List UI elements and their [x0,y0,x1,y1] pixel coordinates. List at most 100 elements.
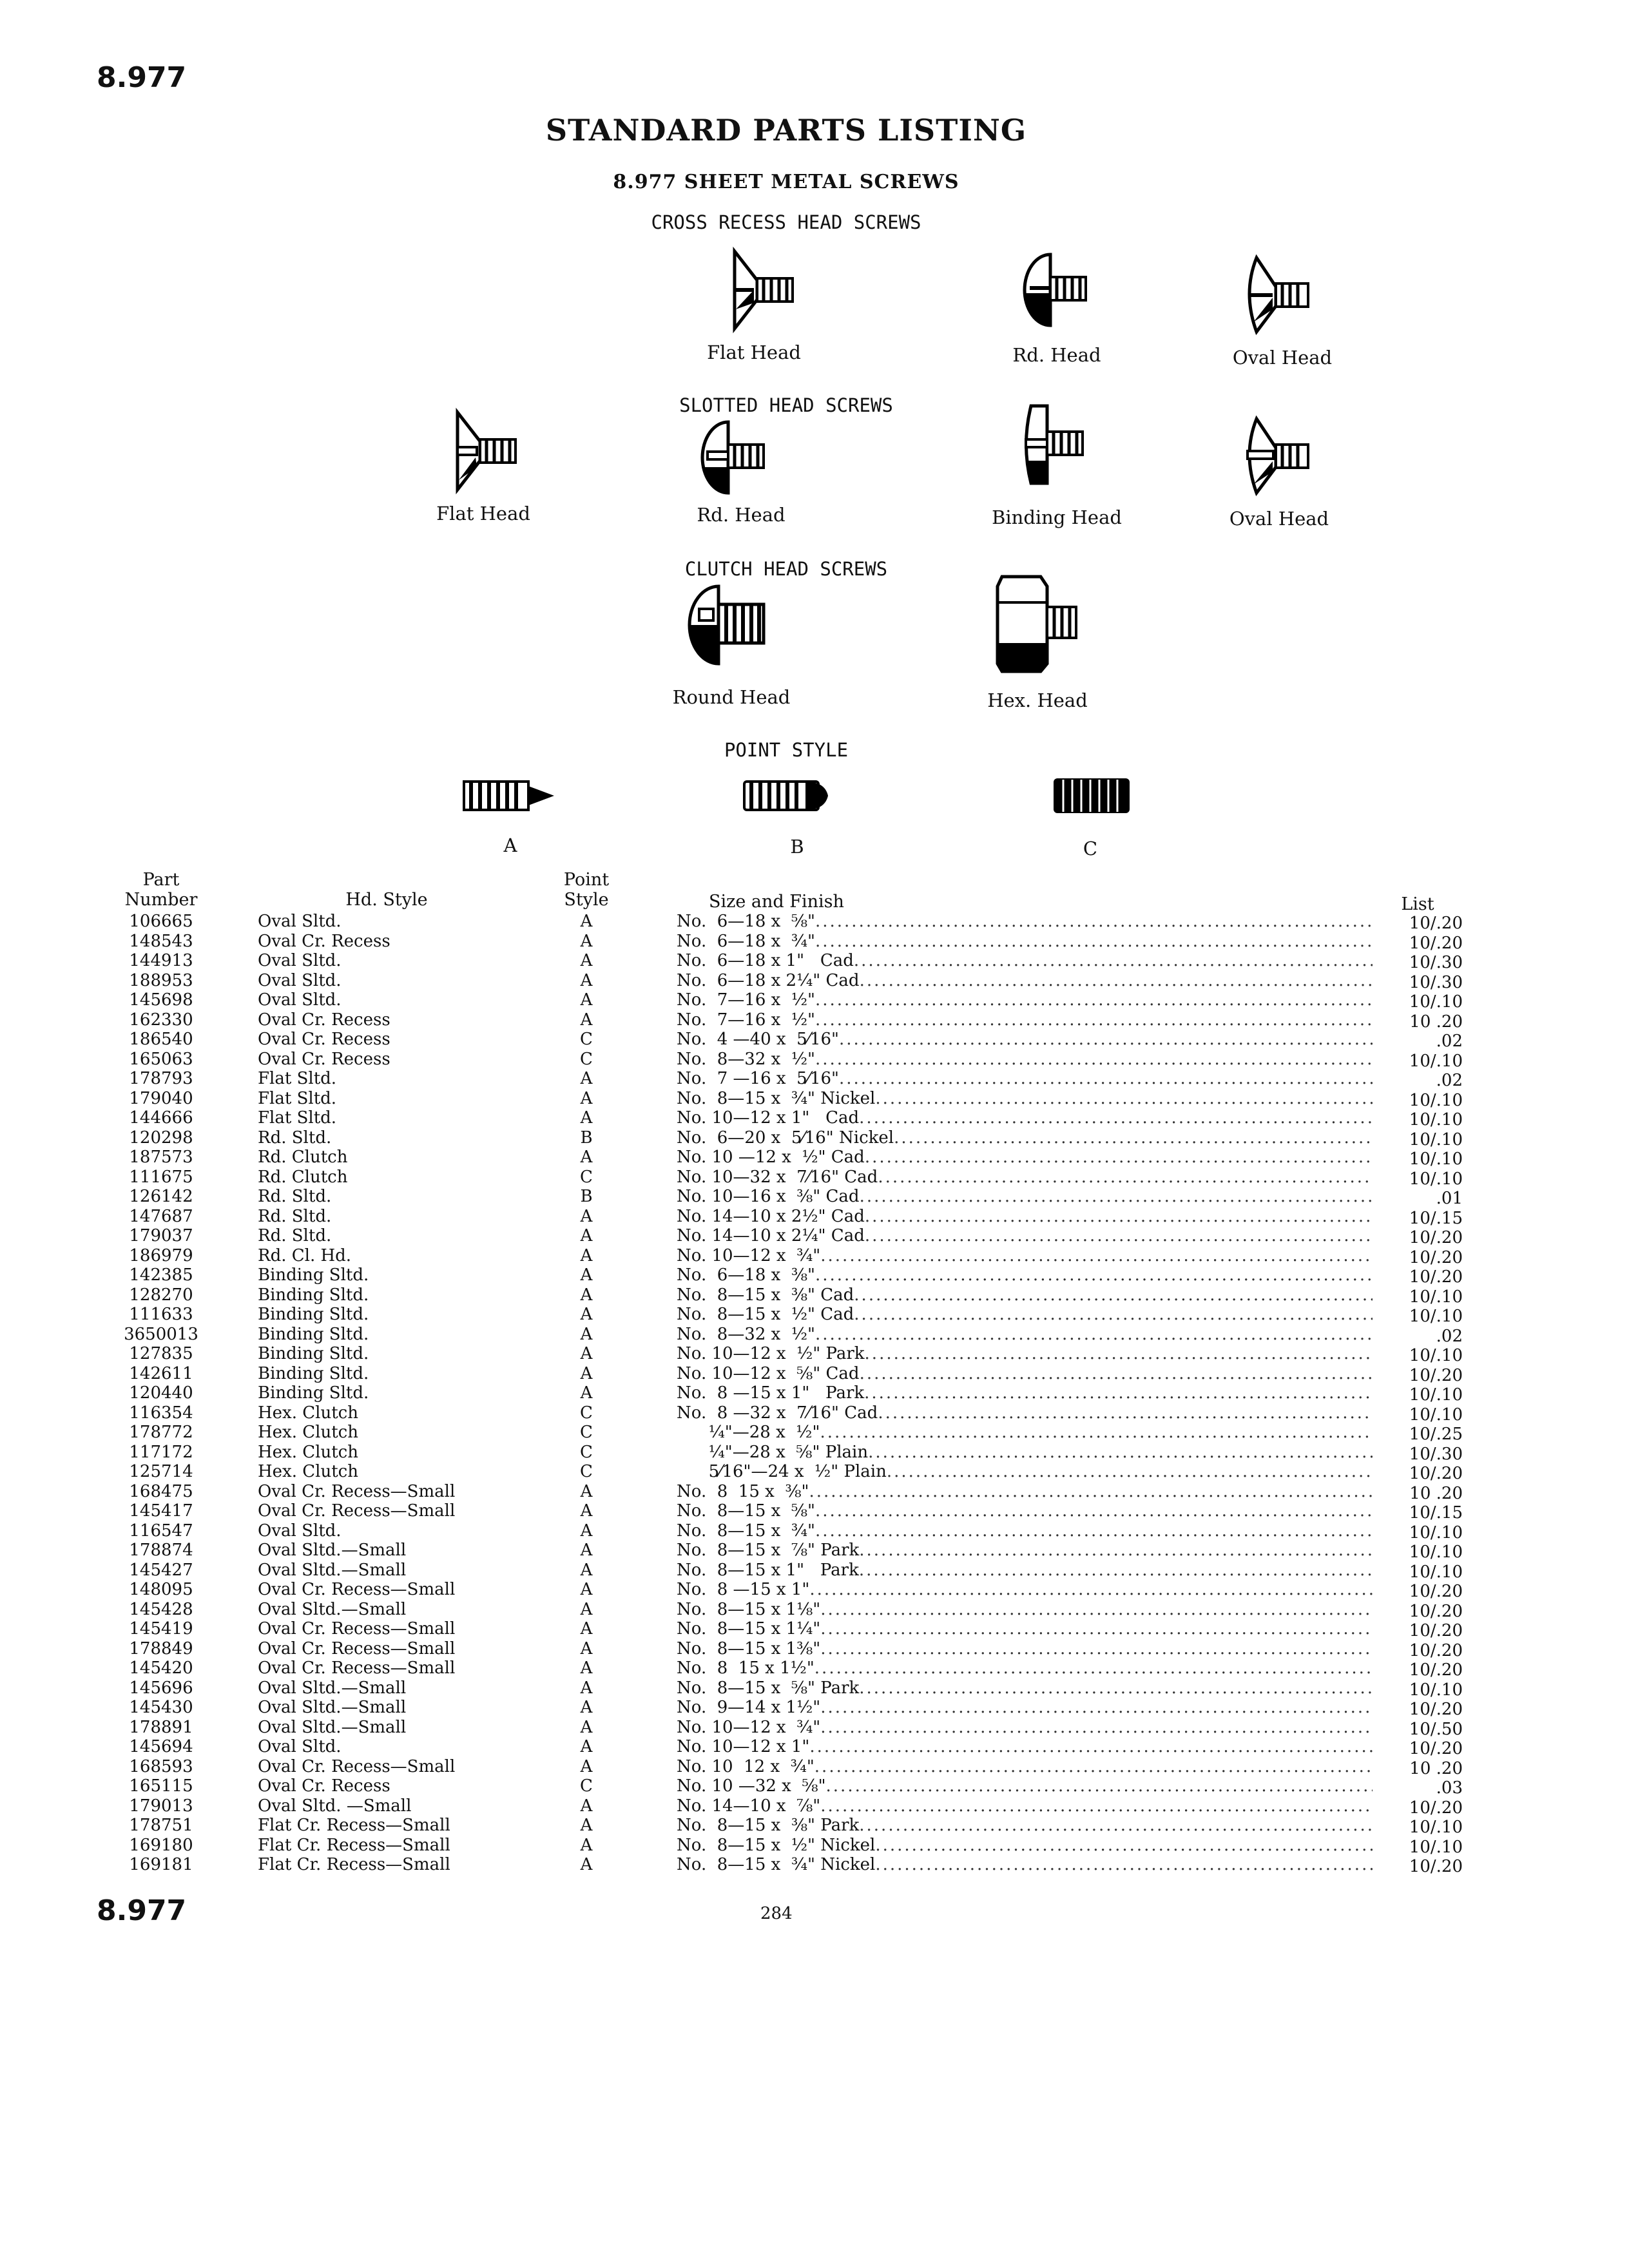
table-cell-part-number: 178891 [129,1717,193,1737]
dot-leader: ........................................… [815,1501,1373,1521]
point-style-c-label: C [1083,838,1098,860]
table-cell-hd-style: Rd. Sltd. [258,1206,332,1226]
dot-leader: ........................................… [815,912,1373,931]
table-cell-list: 10/.10 [1409,1346,1463,1365]
table-row-size: No. 8 —32 x 7⁄16" Cad...................… [677,1403,1373,1423]
table-cell-list: 10/.10 [1409,1090,1463,1110]
table-cell-list: 10/.20 [1409,1660,1463,1680]
table-cell-part-number: 142611 [129,1363,193,1383]
table-cell-point-style: A [580,1658,593,1678]
table-cell-list: 10/.10 [1409,1562,1463,1582]
table-cell-point-style: A [580,1639,593,1658]
table-row-size: ¼"—28 x ½"..............................… [677,1423,1373,1443]
table-cell-point-style: A [580,1383,593,1403]
dot-leader: ........................................… [815,1521,1373,1541]
table-cell-point-style: A [580,1069,593,1088]
table-cell-part-number: 111675 [129,1167,193,1187]
table-cell-size-finish: No. 8—15 x ¾" [677,1521,815,1541]
table-cell-point-style: A [580,970,593,990]
table-cell-point-style: A [580,1245,593,1265]
dot-leader: ........................................… [859,970,1373,990]
table-cell-size-finish: No. 8—32 x ½" [677,1049,815,1069]
table-cell-point-style: A [580,1816,593,1835]
table-row-size: No. 8—15 x ⅝"...........................… [677,1501,1373,1521]
dot-leader: ........................................… [815,1010,1373,1030]
table-cell-hd-style: Oval Cr. Recess—Small [258,1580,456,1599]
table-cell-hd-style: Oval Cr. Recess—Small [258,1501,456,1521]
table-row-size: No. 8—15 x 1⅛"..........................… [677,1600,1373,1620]
table-cell-point-style: A [580,1678,593,1698]
table-row-size: No. 8—15 x ¾" Nickel....................… [677,1855,1373,1875]
page-number: 284 [760,1904,793,1923]
table-cell-point-style: A [580,1265,593,1285]
table-cell-list: 10/.10 [1409,1110,1463,1129]
table-cell-part-number: 169180 [129,1835,193,1855]
table-cell-point-style: A [580,912,593,931]
table-cell-size-finish: No. 4 —40 x 5⁄16" [677,1030,840,1049]
table-row-size: No. 10—12 x ½" Park.....................… [677,1344,1373,1364]
table-cell-part-number: 145417 [129,1501,193,1521]
table-cell-hd-style: Flat Cr. Recess—Small [258,1855,450,1874]
dot-leader: ........................................… [875,1855,1373,1874]
cross-recess-heading: CROSS RECESS HEAD SCREWS [651,211,921,233]
table-cell-part-number: 116547 [129,1521,193,1541]
table-cell-list: .02 [1436,1032,1463,1051]
table-cell-hd-style: Oval Cr. Recess—Small [258,1658,456,1678]
slotted-flat-head-icon [456,407,517,495]
table-cell-hd-style: Oval Cr. Recess [258,1030,390,1049]
col-header-point-style: Point Style [563,870,610,910]
dot-leader: ........................................… [820,1698,1373,1717]
dot-leader: ........................................… [878,1167,1373,1187]
table-cell-hd-style: Binding Sltd. [258,1285,369,1305]
table-cell-list: 10/.15 [1409,1208,1463,1228]
table-cell-point-style: A [580,1599,593,1619]
table-row-size: No. 6—18 x 2¼" Cad......................… [677,971,1373,991]
table-cell-size-finish: No. 8—15 x ⅝" Park [677,1678,860,1698]
point-style-c-icon [1054,778,1130,813]
point-style-a-icon [463,780,554,811]
table-cell-size-finish: No. 8 15 x ⅜" [677,1481,809,1501]
table-cell-size-finish: No. 8—15 x 1⅛" [677,1599,821,1619]
slotted-flat-head-label: Flat Head [436,503,530,524]
table-cell-hd-style: Oval Sltd. [258,990,342,1010]
table-row-size: No. 8—15 x ⅞" Park......................… [677,1541,1373,1561]
table-cell-hd-style: Binding Sltd. [258,1324,369,1344]
table-cell-part-number: 165115 [129,1776,193,1796]
dot-leader: ........................................… [814,1658,1373,1678]
table-row-size: No. 10—32 x 7⁄16" Cad...................… [677,1168,1373,1187]
table-cell-list: 10/.20 [1409,1857,1463,1876]
table-cell-hd-style: Binding Sltd. [258,1383,369,1403]
table-cell-point-style: A [580,1285,593,1305]
table-cell-part-number: 144913 [129,951,193,970]
slotted-oval-head-label: Oval Head [1229,508,1329,530]
table-row-size: No. 8—15 x ¾"...........................… [677,1521,1373,1541]
table-cell-part-number: 145420 [129,1658,193,1678]
table-cell-point-style: A [580,1481,593,1501]
table-cell-part-number: 162330 [129,1010,193,1030]
dot-leader: ........................................… [820,1619,1373,1639]
table-cell-hd-style: Oval Cr. Recess—Small [258,1756,456,1776]
table-cell-part-number: 165063 [129,1049,193,1069]
table-cell-list: 10/.10 [1409,1680,1463,1700]
table-cell-hd-style: Binding Sltd. [258,1363,369,1383]
slotted-round-head-label: Rd. Head [697,504,786,526]
page-subtitle: 8.977 SHEET METAL SCREWS [613,171,959,193]
table-cell-part-number: 178772 [129,1423,193,1442]
table-cell-part-number: 148543 [129,931,193,951]
table-cell-list: 10 .20 [1409,1758,1463,1778]
table-row-size: No. 8—15 x ½" Nickel....................… [677,1836,1373,1856]
table-row-size: No. 14—10 x 2½" Cad.....................… [677,1207,1373,1227]
table-cell-list: 10/.20 [1409,1700,1463,1719]
table-row-size: No. 6—20 x 5⁄16" Nickel.................… [677,1128,1373,1148]
table-cell-hd-style: Oval Sltd. [258,1521,342,1541]
table-cell-hd-style: Rd. Clutch [258,1167,348,1187]
table-cell-part-number: 145694 [129,1737,193,1756]
dot-leader: ........................................… [839,1030,1373,1049]
dot-leader: ........................................… [839,1069,1373,1088]
dot-leader: ........................................… [886,1462,1373,1481]
table-cell-size-finish: No. 10—12 x ½" Park [677,1344,865,1363]
table-row-size: No. 8 —15 x 1" Park.....................… [677,1383,1373,1403]
table-row-size: No. 8—15 x ⅝" Park......................… [677,1678,1373,1698]
dot-leader: ........................................… [815,1324,1373,1344]
